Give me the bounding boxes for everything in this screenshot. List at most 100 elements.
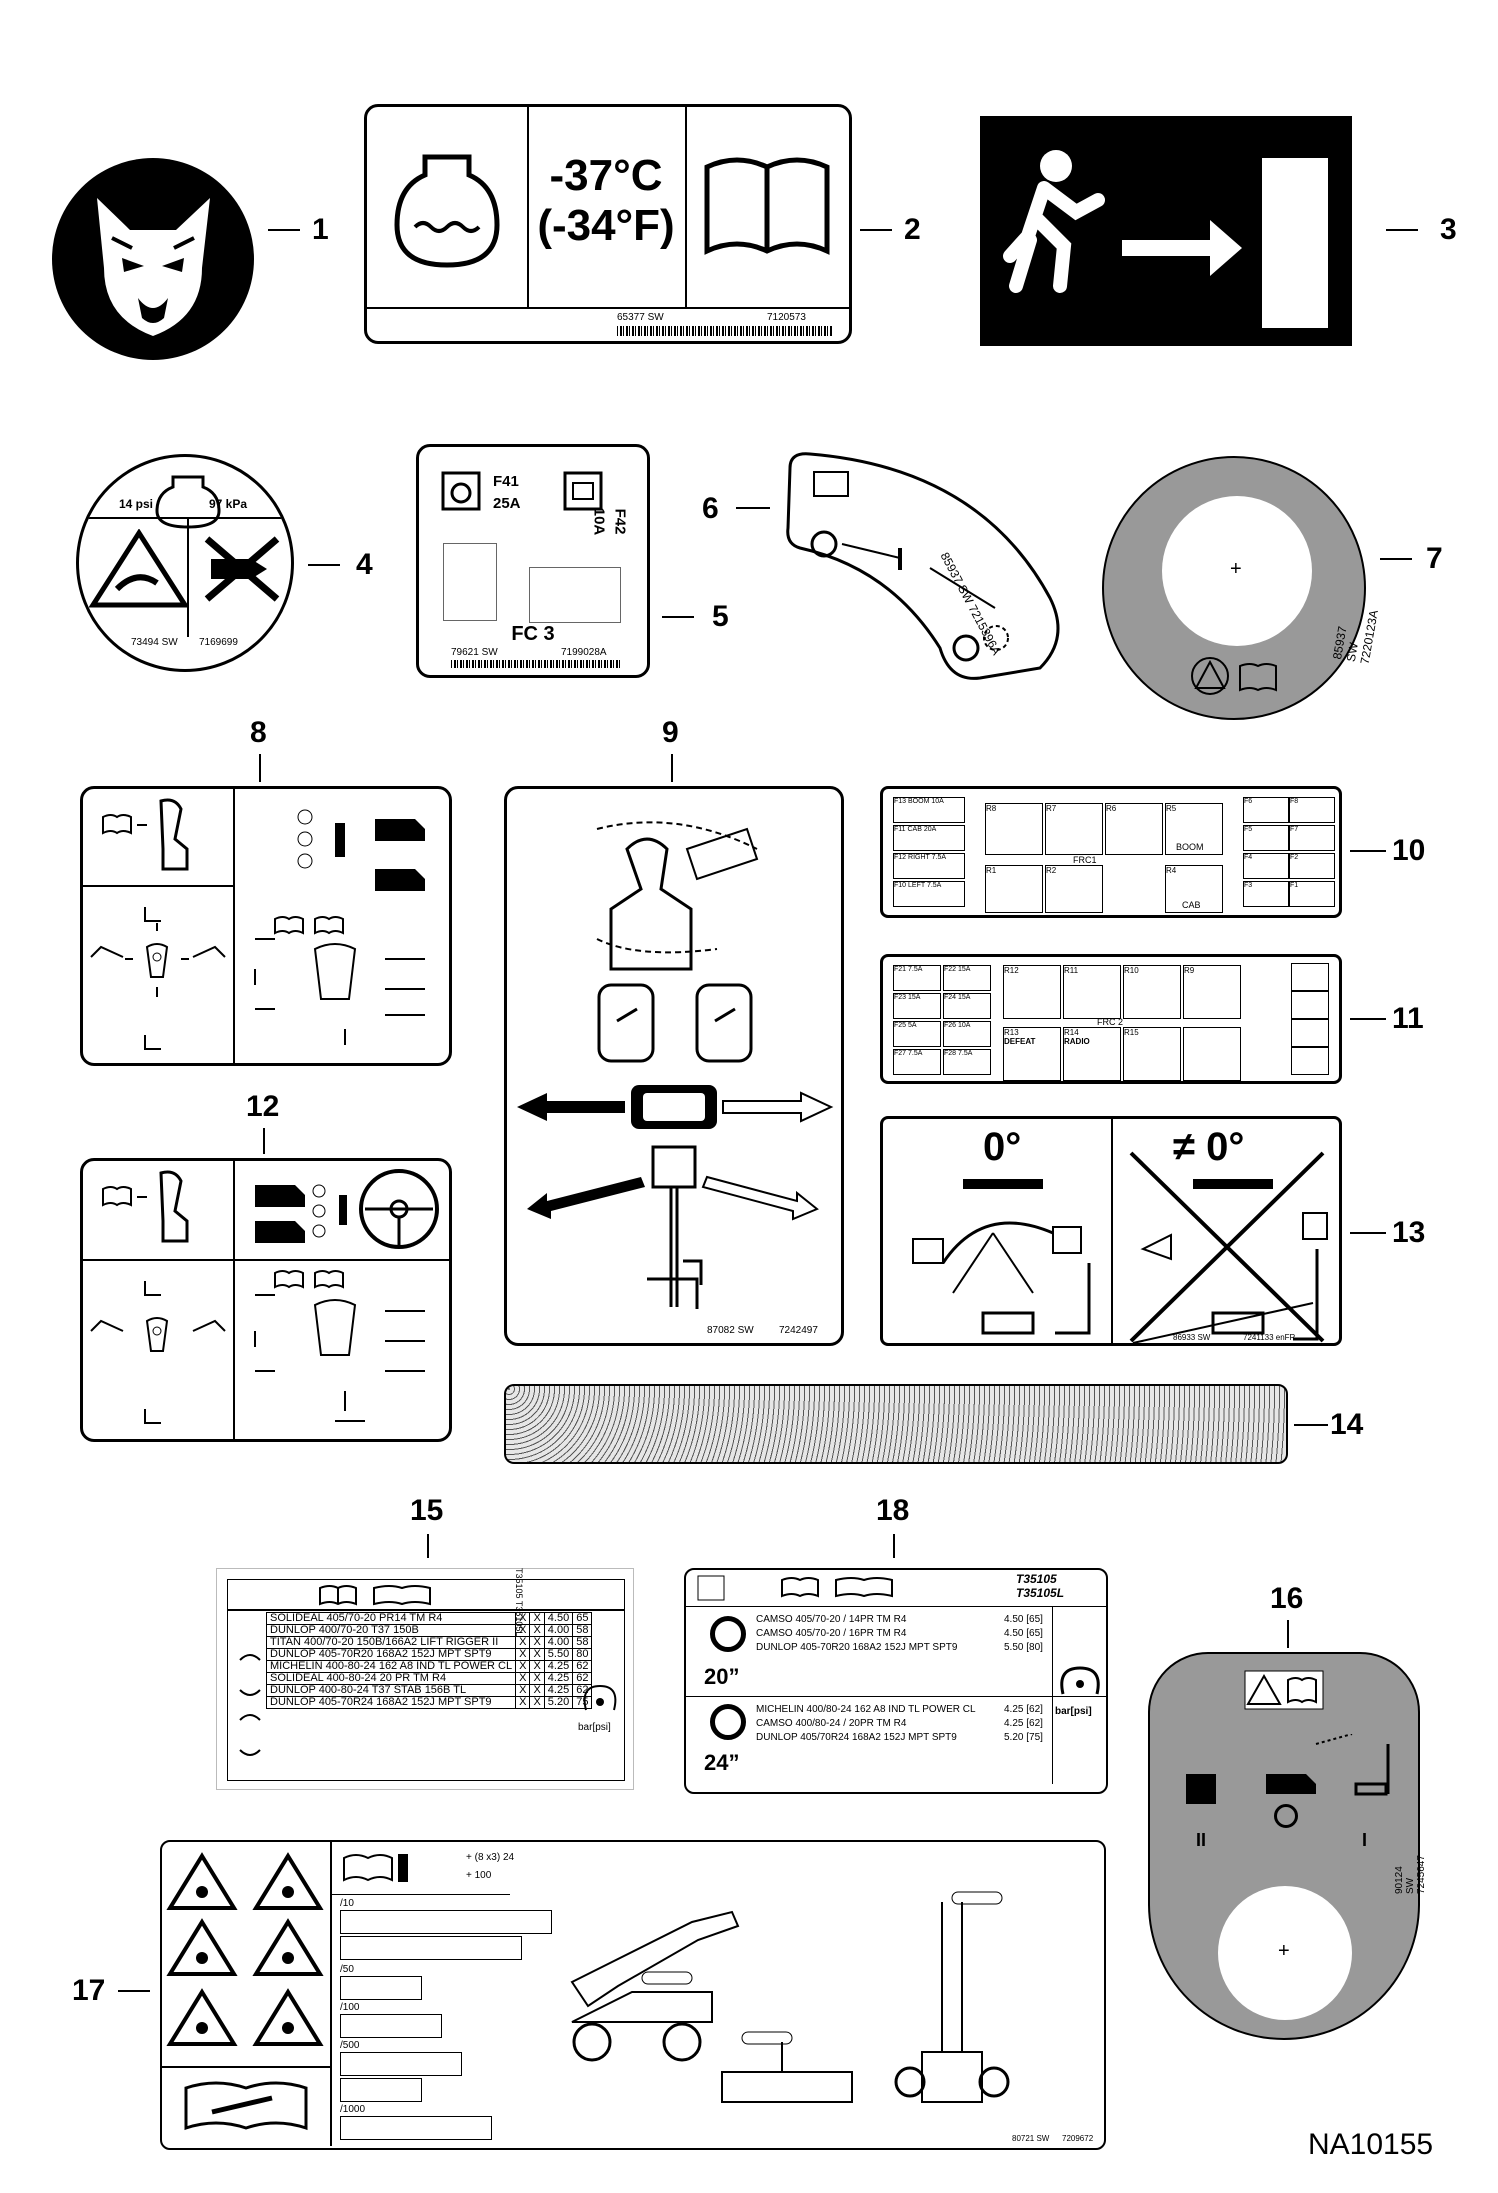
fuse-cell: F28 7.5A: [943, 1049, 991, 1075]
battery-icon: [813, 471, 849, 497]
callout-5: 5: [712, 600, 729, 633]
fuse-cell: F5: [1243, 825, 1289, 851]
barcode: [617, 326, 832, 336]
part-number-b: 7241133 enFR: [1243, 1333, 1296, 1342]
fuse-b-amp: 10A: [590, 507, 608, 536]
pressure-kpa: 97 kPa: [209, 497, 248, 511]
tyre-row: MICHELIN 400/80-24 162 A8 IND TL POWER C…: [756, 1704, 976, 1715]
spare-slot: [1291, 963, 1329, 991]
manual-wrench-icon: [697, 1575, 893, 1601]
burn-hazard-icon: [89, 529, 189, 608]
relay-cell: R15: [1123, 1027, 1181, 1081]
part-number-a: 87082 SW: [707, 1325, 754, 1336]
fluid-note-b: + 100: [466, 1870, 492, 1881]
telehandler-lubrication-diagram: [570, 1891, 1010, 2103]
manual-icon: [343, 1854, 408, 1882]
no-hands-icon: [204, 536, 280, 602]
size-24: 24”: [704, 1750, 740, 1775]
size-20: 20”: [704, 1664, 740, 1689]
fuse-cell: F2: [1289, 853, 1335, 879]
callout-11: 11: [1392, 1002, 1424, 1035]
angle-bad-label: ≠ 0°: [1173, 1125, 1245, 1169]
position-2-label: II: [1196, 1830, 1207, 1850]
engine-start-icon: [441, 471, 481, 511]
tyre-value: 5.50 [80]: [1004, 1642, 1043, 1653]
fuse-cell: F23 15A: [893, 993, 941, 1019]
crosshair: +: [1230, 558, 1242, 580]
callout-16: 16: [1270, 1582, 1304, 1615]
fuse-a-amp: 25A: [493, 495, 521, 512]
service-icon-row: [340, 2078, 422, 2102]
pressure-gauge-icon: [583, 1684, 617, 1711]
leader-2: [860, 229, 892, 231]
leader-7: [1380, 558, 1412, 560]
tyre-value: 4.25 [62]: [1004, 1718, 1043, 1729]
relay-cell: R7: [1045, 803, 1103, 855]
decal-7-key-ring: + 85937 SW 7220123A: [1102, 456, 1381, 720]
tyre-value: 5.20 [75]: [1004, 1732, 1043, 1743]
leader-14: [1294, 1424, 1328, 1426]
relay-cell: R6: [1105, 803, 1163, 855]
fuse-cell: F13 BOOM 10A: [893, 797, 965, 823]
relay-cell: R9: [1183, 965, 1241, 1019]
callout-8: 8: [250, 716, 267, 749]
service-icon-row: [340, 1936, 522, 1960]
leader-8: [259, 754, 261, 782]
part-number-b: 7169699: [199, 637, 238, 648]
callout-12: 12: [246, 1090, 280, 1123]
decal-16-key-switch: II I + 90124 SW 7245647: [1148, 1652, 1427, 2040]
part-number-a: 80721 SW: [1012, 2134, 1050, 2143]
service-icon-row: [340, 1910, 552, 1934]
decal-8-joystick-controls: [80, 786, 452, 1066]
callout-3: 3: [1440, 213, 1457, 246]
relay-cell: R2: [1045, 865, 1103, 913]
telehandler-tilted-icon: [1129, 1151, 1328, 1343]
interval-500: /500: [340, 2040, 360, 2051]
fuse-slot: [443, 543, 497, 621]
leader-17: [118, 1990, 150, 1992]
decal-3-exit-sign: [980, 116, 1352, 346]
relay-cell: R12: [1003, 965, 1061, 1019]
fuse-b-id: F42: [611, 508, 629, 535]
temp-fahrenheit: (-34°F): [537, 201, 675, 250]
interval-10: /10: [340, 1898, 354, 1909]
coolant-reservoir-icon: [394, 154, 500, 268]
interval-100: /100: [340, 2002, 360, 2013]
fuse-cell: F12 RIGHT 7.5A: [893, 853, 965, 879]
callout-14: 14: [1330, 1408, 1364, 1441]
fluid-note-a: + (8 x3) 24: [466, 1852, 515, 1863]
tyre-row: CAMSO 400/80-24 / 20PR TM R4: [756, 1718, 907, 1729]
unit-label: bar[psi]: [578, 1722, 611, 1733]
fuse-cell: F11 CAB 20A: [893, 825, 965, 851]
leader-6: [736, 507, 770, 509]
fuse-slot: [529, 567, 621, 623]
leader-16: [1287, 1620, 1289, 1648]
tyre-value: 4.50 [65]: [1004, 1628, 1043, 1639]
fuse-cell: F8: [1289, 797, 1335, 823]
table-row: TITAN 400/70-20 150B/166A2 LIFT RIGGER I…: [265, 1636, 593, 1649]
frc-label: FRC 2: [1097, 1017, 1124, 1027]
figure-id: NA10155: [1308, 2128, 1434, 2161]
leader-1: [268, 229, 300, 231]
joystick-boom-diagram: [517, 821, 834, 1309]
warning-book-icon: [1191, 657, 1277, 695]
decal-10-fuse-frc1: F13 BOOM 10A F11 CAB 20A F12 RIGHT 7.5A …: [880, 786, 1342, 918]
decal-4-pressure-warning: 14 psi 97 kPa 73494 SW 7169699: [76, 454, 294, 672]
fuse-cell: F26 10A: [943, 1021, 991, 1047]
part-number: 90124 SW 7245647: [1394, 1855, 1427, 1894]
boom-movement-icon: [90, 907, 226, 1050]
tyre-value: 4.50 [65]: [1004, 1614, 1043, 1625]
decal-5-fuse-fc3: F41 25A F42 10A FC 3 79621 SW 7199028A: [416, 444, 650, 678]
joystick-icon: [102, 798, 189, 871]
relay-cell: [1183, 1027, 1241, 1081]
callout-10: 10: [1392, 834, 1426, 867]
callout-7: 7: [1426, 542, 1443, 575]
spare-slot: [1291, 1019, 1329, 1047]
tyre-row: DUNLOP 405-70R20 168A2 152J MPT SPT9: [756, 1642, 958, 1653]
